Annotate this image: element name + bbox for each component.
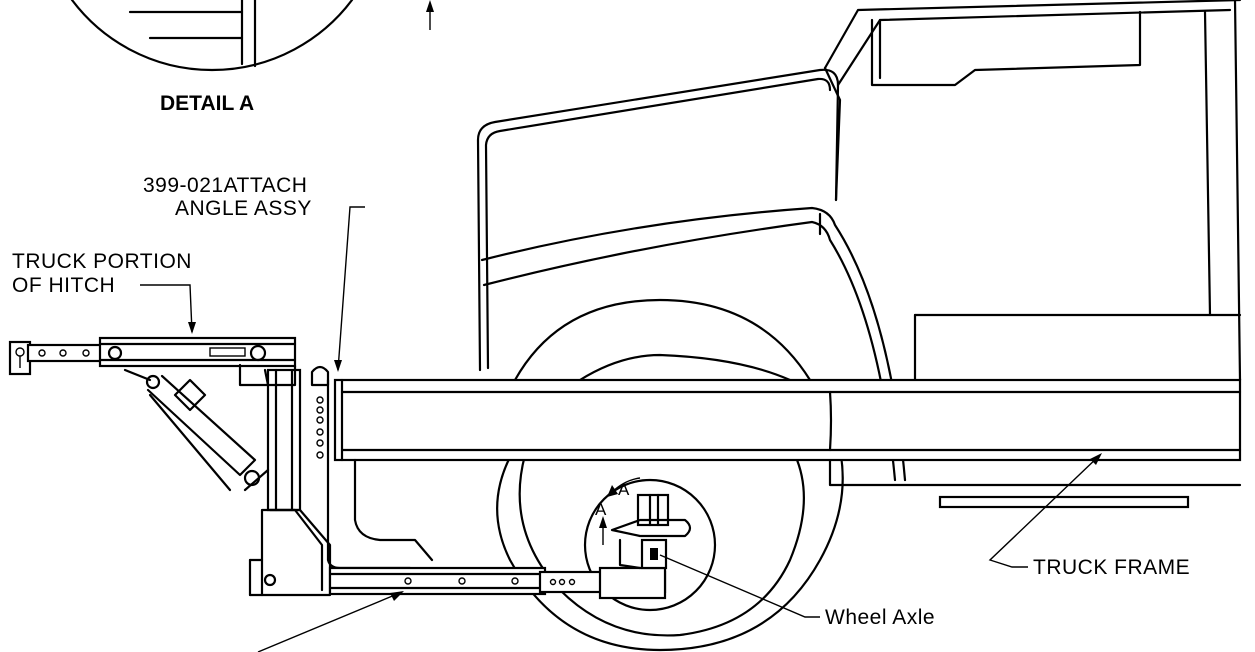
lower-arm [328,566,667,600]
wheel [496,298,844,652]
truck-frame-rail [333,378,1242,509]
detail-a-label: DETAIL A [160,92,254,115]
hitch-vertical-post [248,368,332,597]
section-a-label: A [595,500,607,519]
detail-a-circle [70,0,354,72]
truck-frame-label: TRUCK FRAME [1033,556,1190,579]
truck-portion-label-2: OF HITCH [12,274,115,297]
detail-leader-arrow [426,0,434,30]
wheel-axle-label: Wheel Axle [825,606,935,629]
axle-bracket [610,493,692,570]
truck-cab [476,0,1242,487]
truck-portion-label-1: TRUCK PORTION [12,250,192,273]
attach-angle-label-2: ANGLE ASSY [175,197,312,220]
leaders [140,206,1102,652]
truck-portion-arm [8,336,297,387]
hydraulic-cylinder [123,368,270,492]
section-arrows [599,477,641,545]
fender-edge [828,390,833,452]
section-a-label-top: A [618,480,630,499]
attach-angle-label-1: 399-021ATTACH [143,174,307,197]
